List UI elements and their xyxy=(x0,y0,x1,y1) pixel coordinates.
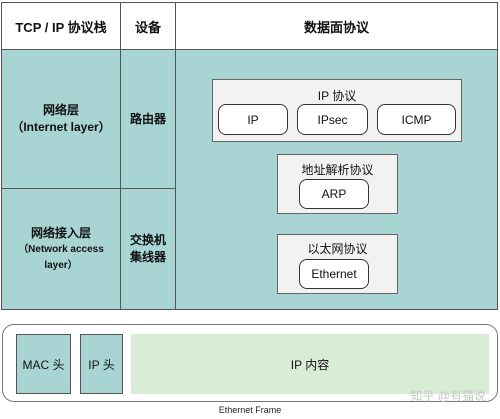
layer-network-access: 网络接入层 （Network access layer） xyxy=(2,189,120,309)
header-protocols: 数据面协议 xyxy=(303,19,369,35)
layer-network-access-en-2: layer） xyxy=(44,259,78,271)
device-hub: 集线器 xyxy=(129,250,166,264)
layer-internet-cn: 网络层 xyxy=(42,103,79,117)
protocol-ipsec: IPsec xyxy=(297,104,368,135)
header-divider xyxy=(2,49,497,50)
frame-mac-header: MAC 头 xyxy=(16,334,71,394)
frame-caption: Ethernet Frame xyxy=(218,405,282,415)
protocol-ethernet: Ethernet xyxy=(299,259,369,289)
ip-protocol-title: IP 协议 xyxy=(317,89,357,103)
row-divider xyxy=(2,188,176,189)
watermark: 知乎 @有猫说 xyxy=(410,389,486,403)
frame-ip-content: IP 内容 xyxy=(131,334,489,394)
header-stack: TCP / IP 协议栈 xyxy=(15,19,107,35)
layer-network-access-en-1: （Network access xyxy=(18,243,104,255)
device-switch: 交换机 xyxy=(129,233,166,247)
column-divider-2 xyxy=(175,3,176,309)
ethernet-protocol-title: 以太网协议 xyxy=(307,242,368,256)
protocol-arp: ARP xyxy=(299,179,369,209)
layer-internet-en: （Internet layer） xyxy=(11,120,111,134)
address-resolution-title: 地址解析协议 xyxy=(301,163,374,177)
protocol-icmp: ICMP xyxy=(377,104,456,135)
layer-internet: 网络层 （Internet layer） xyxy=(2,50,120,188)
device-router: 路由器 xyxy=(129,111,166,126)
protocol-ip: IP xyxy=(218,104,288,135)
column-divider-1 xyxy=(120,3,121,309)
device-switch-hub: 交换机 集线器 xyxy=(121,189,175,309)
header-device: 设备 xyxy=(134,19,161,35)
layer-network-access-cn: 网络接入层 xyxy=(30,225,91,240)
frame-ip-header: IP 头 xyxy=(80,334,123,394)
